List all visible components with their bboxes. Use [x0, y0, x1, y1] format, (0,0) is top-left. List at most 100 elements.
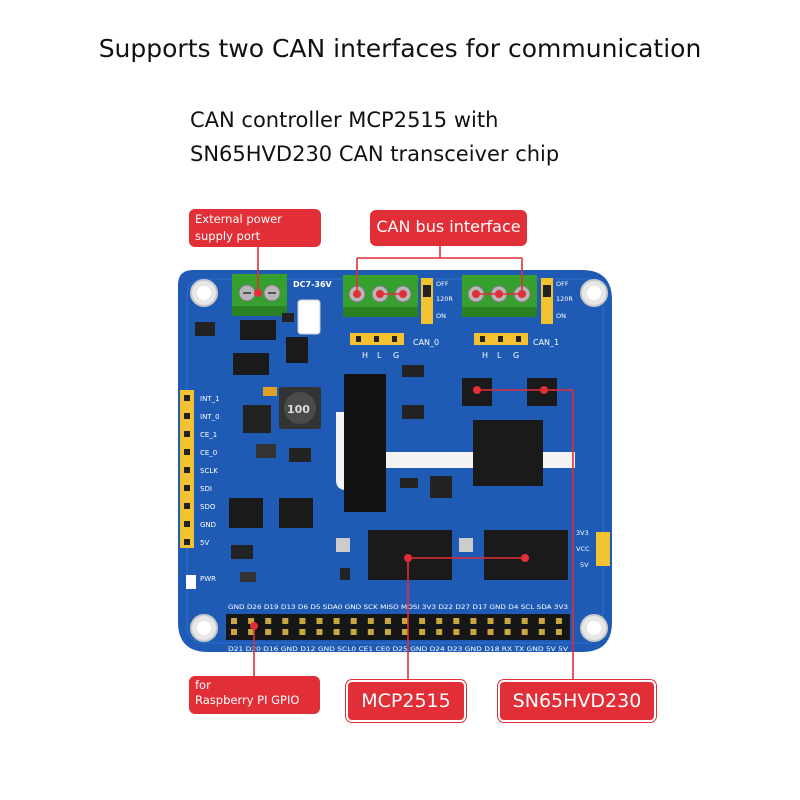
isolation-module: [344, 374, 386, 512]
pin-int1: INT_1: [200, 395, 220, 403]
inductor-marking: 100: [287, 403, 310, 416]
callout-power-port: External power supply port: [189, 209, 321, 247]
can0-l: L: [377, 351, 382, 360]
callout-can-bus: CAN bus interface: [370, 210, 527, 246]
gpio-pin: [487, 618, 494, 624]
can0-header: [350, 333, 404, 345]
gpio-bottom-labels: D21 D20 D16 GND D12 GND SCL0 CE1 CE0 D25…: [228, 646, 569, 653]
gpio-pin: [504, 629, 511, 635]
gpio-pin: [521, 629, 528, 635]
gpio-pin: [436, 618, 443, 624]
gpio-pin: [436, 629, 443, 635]
gpio-pin: [316, 618, 323, 624]
gpio-pin: [419, 629, 426, 635]
pin-5v: 5V: [200, 539, 209, 547]
termination-jumper-0: [421, 278, 433, 324]
can1-h: H: [482, 351, 488, 360]
callout-mcp2515-text: MCP2515: [361, 690, 451, 712]
gpio-pin: [538, 618, 545, 624]
page-title: Supports two CAN interfaces for communic…: [98, 34, 702, 63]
gpio-pin: [231, 629, 237, 635]
callout-gpio: for Raspberry PI GPIO: [189, 676, 320, 714]
pin-sdi: SDI: [200, 485, 212, 493]
gpio-pin: [333, 618, 340, 624]
gpio-pin: [504, 618, 511, 624]
gpio-top-labels: GND D26 D19 D13 D6 D5 SDA0 GND SCK MISO …: [228, 604, 568, 611]
vsel-3v3: 3V3: [576, 529, 589, 537]
gpio-pin: [299, 629, 306, 635]
gpio-pin: [538, 629, 545, 635]
gpio-pin: [316, 629, 323, 635]
jumper1-on: ON: [556, 312, 566, 320]
jumper1-120r: 120R: [556, 295, 573, 303]
pwr-led-label: PWR: [200, 575, 216, 583]
can0-g: G: [393, 351, 399, 360]
pin-sdo: SDO: [200, 503, 216, 511]
gpio-pin: [384, 629, 391, 635]
pin-gnd: GND: [200, 521, 216, 529]
gpio-pin: [231, 618, 237, 624]
gpio-pin: [453, 618, 460, 624]
vsel-vcc: VCC: [576, 545, 590, 553]
gpio-pin: [470, 618, 477, 624]
vsel-5v: 5V: [580, 561, 589, 569]
gpio-pin: [367, 629, 374, 635]
jumper0-120r: 120R: [436, 295, 453, 303]
gpio-pin: [419, 618, 426, 624]
leader-dots: [250, 289, 548, 630]
gpio-pin: [350, 629, 357, 635]
controller-chips: [336, 530, 568, 580]
gpio-pin: [384, 618, 391, 624]
can1-l: L: [497, 351, 502, 360]
jumper0-on: ON: [436, 312, 446, 320]
subtitle-line-2: SN65HVD230 CAN transceiver chip: [190, 142, 560, 166]
callout-power-text: External power supply port: [195, 212, 282, 243]
gpio-pins: [231, 618, 562, 635]
gpio-pin: [282, 618, 289, 624]
subtitle-line-1: CAN controller MCP2515 with: [190, 108, 499, 132]
callout-sn65hvd230: SN65HVD230: [498, 680, 656, 722]
callout-gpio-line2: Raspberry PI GPIO: [195, 693, 300, 707]
callout-sn65hvd230-text: SN65HVD230: [512, 690, 642, 712]
gpio-pin: [282, 629, 289, 635]
dc-input-label: DC7-36V: [293, 280, 333, 289]
gpio-pin: [521, 618, 528, 624]
voltage-select-jumper: [596, 532, 610, 566]
gpio-pin: [555, 629, 562, 635]
can1-g: G: [513, 351, 519, 360]
callout-gpio-line1: for: [195, 678, 211, 692]
gpio-pin: [453, 629, 460, 635]
callout-mcp2515: MCP2515: [346, 680, 466, 722]
gpio-pin: [402, 618, 408, 624]
pin-sclk: SCLK: [200, 467, 218, 475]
pin-ce0: CE_0: [200, 449, 217, 457]
can0-h: H: [362, 351, 368, 360]
gpio-pin: [265, 618, 272, 624]
can1-header: [474, 333, 528, 345]
pin-ce1: CE_1: [200, 431, 217, 439]
callout-can-bus-text: CAN bus interface: [376, 217, 521, 236]
jumper0-off: OFF: [436, 280, 449, 288]
left-pin-header: [180, 390, 194, 548]
gpio-pin: [367, 618, 374, 624]
can0-label: CAN_0: [413, 338, 439, 347]
gpio-pin: [555, 618, 562, 624]
gpio-pin: [299, 618, 306, 624]
gpio-pin: [402, 629, 408, 635]
gpio-pin: [487, 629, 494, 635]
gpio-pin: [248, 629, 255, 635]
gpio-pin: [265, 629, 272, 635]
mounting-holes: [190, 279, 608, 642]
pin-int0: INT_0: [200, 413, 220, 421]
gpio-pin: [350, 618, 357, 624]
gpio-pin: [470, 629, 477, 635]
gpio-pin: [248, 618, 255, 624]
jumper1-off: OFF: [556, 280, 569, 288]
transceiver-chips: [400, 365, 557, 498]
gpio-header: [226, 614, 570, 640]
gpio-pin: [333, 629, 340, 635]
can1-label: CAN_1: [533, 338, 559, 347]
power-section: [186, 299, 321, 589]
termination-jumper-1: [541, 278, 553, 324]
